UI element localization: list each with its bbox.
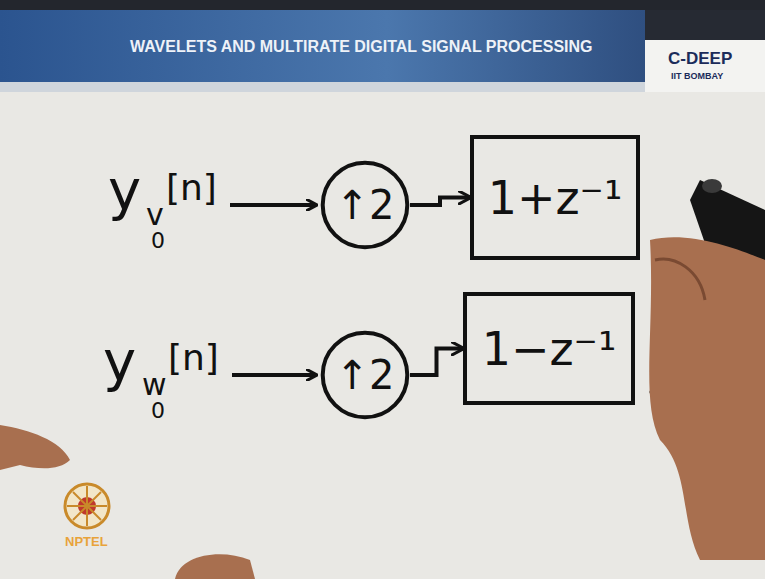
upsampler-circle: ↑2: [320, 330, 410, 420]
transfer-function: 1+z⁻¹: [488, 175, 623, 221]
institute-name: IIT BOMBAY: [671, 72, 723, 81]
signal-subscript: 0: [151, 230, 165, 252]
signal-index: [n]: [168, 340, 219, 376]
signal-arrow: [410, 349, 463, 376]
upsample-factor: ↑2: [336, 355, 395, 395]
filter-box: 1+z⁻¹: [470, 135, 640, 260]
signal-arrow: [410, 198, 470, 206]
brand-name: C-DEEP: [668, 50, 732, 67]
signal-subscript: 0: [151, 400, 165, 422]
course-title: WAVELETS AND MULTIRATE DIGITAL SIGNAL PR…: [130, 39, 593, 55]
signal-index: [n]: [166, 170, 217, 206]
filter-box: 1−z⁻¹: [463, 292, 635, 405]
signal-name: y: [108, 162, 141, 218]
signal-subscript: v: [146, 200, 164, 230]
upsampler-circle: ↑2: [320, 160, 410, 250]
signal-subscript: w: [142, 370, 167, 400]
signal-name: y: [103, 333, 136, 389]
upsample-factor: ↑2: [336, 185, 395, 225]
transfer-function: 1−z⁻¹: [482, 326, 617, 372]
logo-text: NPTEL: [65, 535, 108, 548]
